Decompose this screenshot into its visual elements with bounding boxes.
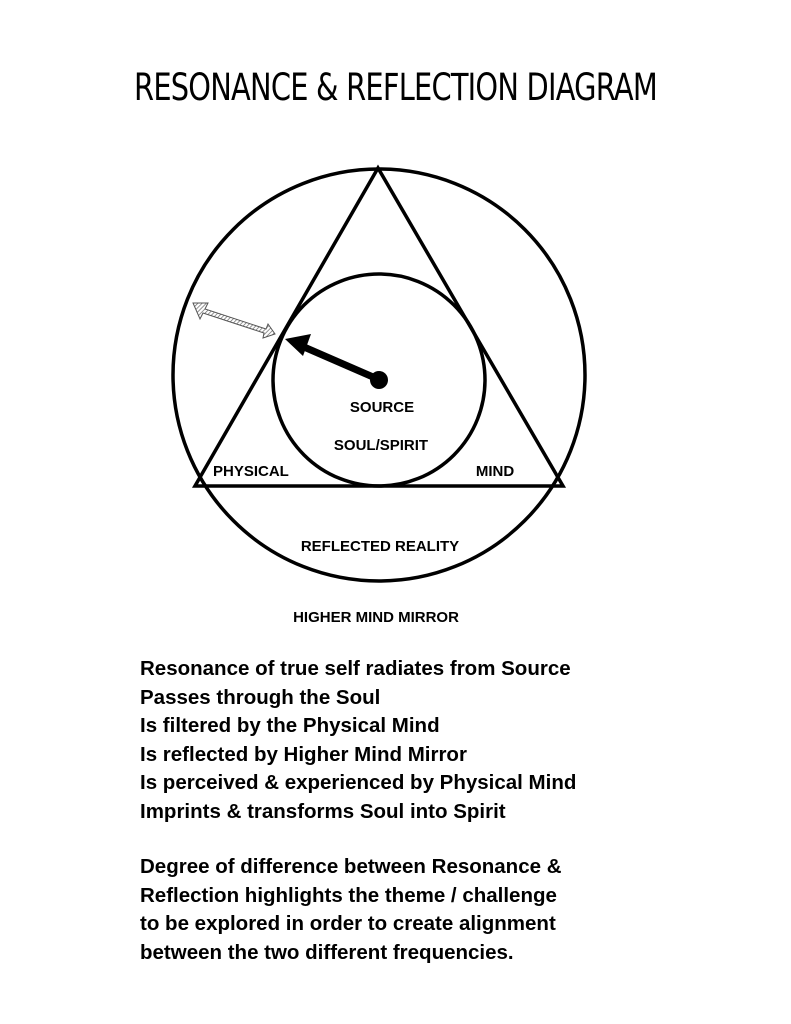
text-line: to be explored in order to create alignm… [140, 912, 556, 935]
text-line: Is reflected by Higher Mind Mirror [140, 742, 467, 766]
explanation-paragraph-2: Degree of difference between Resonance &… [140, 853, 562, 967]
label-physical: PHYSICAL [213, 463, 289, 480]
page-title: RESONANCE & REFLECTION DIAGRAM [134, 66, 658, 109]
text-line: Passes through the Soul [140, 685, 381, 709]
resonance-arrow [285, 334, 375, 381]
label-mind: MIND [476, 463, 514, 480]
text-line: Degree of difference between Resonance & [140, 855, 562, 878]
text-line: Resonance of true self radiates from Sou… [140, 657, 571, 680]
explanation-paragraph-1: Resonance of true self radiates from Sou… [140, 655, 576, 826]
inner-circle [271, 272, 487, 488]
label-higher-mind-mirror: HIGHER MIND MIRROR [293, 609, 459, 626]
label-soul-spirit: SOUL/SPIRIT [334, 437, 428, 454]
label-reflected-reality: REFLECTED REALITY [301, 538, 459, 555]
text-line: Is perceived & experienced by Physical M… [140, 771, 577, 794]
text-line: Is filtered by the Physical Mind [140, 714, 440, 737]
text-line: Imprints & transforms Soul into Spirit [140, 799, 506, 823]
label-source: SOURCE [350, 399, 414, 416]
text-line: between the two different frequencies. [140, 940, 514, 964]
text-line: Reflection highlights the theme / challe… [140, 883, 557, 907]
reflection-double-arrow [192, 302, 276, 339]
source-dot [370, 371, 388, 389]
